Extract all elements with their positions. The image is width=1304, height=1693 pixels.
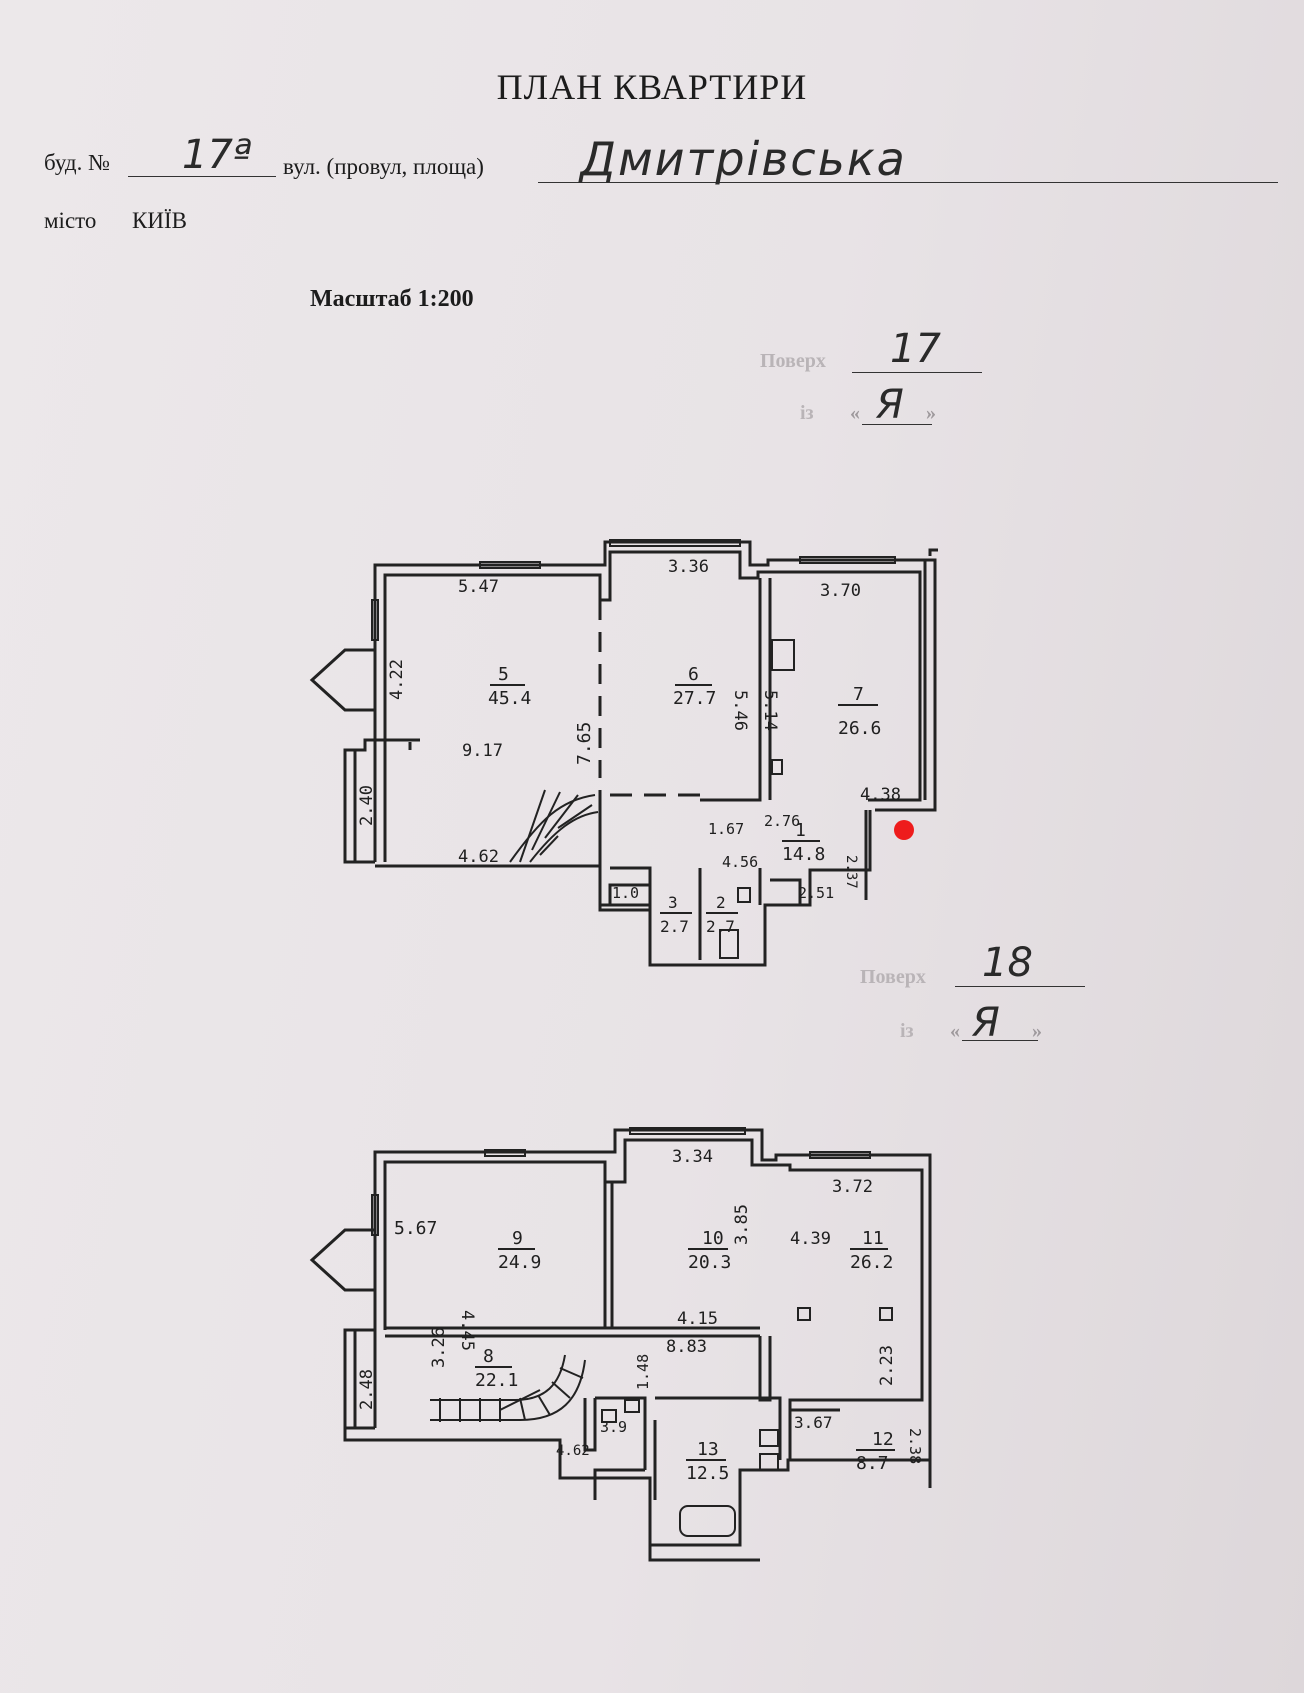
dim-2-48: 2.48 [357, 1369, 377, 1410]
floor-17-labels: 5.47 3.36 3.70 5 45.4 6 27.7 7 26.6 9.17… [357, 557, 901, 936]
building-number: 17ª [182, 132, 252, 178]
document-title: ПЛАН КВАРТИРИ [496, 67, 808, 107]
floor-18-windows [371, 1127, 893, 1537]
floor-17-from-label: із [800, 402, 814, 424]
dim-5-67: 5.67 [394, 1218, 437, 1239]
street-name: Дмитрівська [580, 132, 907, 186]
room-1-number: 1 [795, 820, 806, 841]
floor-17-number: 17 [890, 326, 941, 372]
street-underline [538, 182, 1278, 183]
floor-17-quote-open: « [850, 402, 860, 424]
building-label: буд. № [44, 150, 111, 175]
floor-18-number: 18 [982, 940, 1033, 986]
city-name: КИЇВ [132, 208, 187, 233]
dim-2-51: 2.51 [798, 884, 834, 902]
floor-18-labels: 3.34 3.72 5.67 9 24.9 10 20.3 4.39 11 26… [357, 1147, 924, 1484]
dim-4-38: 4.38 [860, 785, 901, 805]
room-5-area: 45.4 [488, 688, 531, 709]
dim-4-45: 4.45 [457, 1310, 477, 1351]
floor-17-from-underline [862, 424, 932, 425]
room-5-number: 5 [498, 664, 509, 685]
dim-3-26: 3.26 [429, 1327, 449, 1368]
dim-5-47: 5.47 [458, 577, 499, 597]
dim-3-9: 3.9 [600, 1418, 627, 1436]
floor-18-walls [309, 1128, 932, 1562]
dim-1-67: 1.67 [708, 820, 744, 838]
room-8-number: 8 [483, 1346, 494, 1367]
dim-2-40: 2.40 [357, 785, 377, 826]
floor-17-from-value: Я [876, 382, 904, 428]
dim-3-36: 3.36 [668, 557, 709, 577]
room-3-area: 2.7 [660, 917, 689, 936]
dim-7-65: 7.65 [574, 722, 595, 765]
dim-3-67: 3.67 [794, 1413, 833, 1432]
floor-18-from-value: Я [972, 1000, 1000, 1046]
room-10-number: 10 [702, 1228, 724, 1249]
red-marker-dot [894, 820, 914, 840]
dim-4-62-b: 4.62 [556, 1443, 590, 1459]
room-12-area: 8.7 [856, 1453, 889, 1474]
dim-2-37: 2.37 [843, 855, 859, 889]
dim-3-72: 3.72 [832, 1177, 873, 1197]
floor-17-quote-close: » [926, 402, 936, 424]
dim-3-70: 3.70 [820, 581, 861, 601]
room-12-number: 12 [872, 1429, 894, 1450]
dim-4-22: 4.22 [387, 659, 407, 700]
street-label: вул. (провул, площа) [283, 154, 484, 179]
floor-18-from-underline [962, 1040, 1038, 1041]
scale-label: Масштаб 1:200 [310, 286, 474, 312]
dim-3-85: 3.85 [732, 1204, 752, 1245]
city-label: місто [44, 208, 97, 233]
room-13-area: 12.5 [686, 1463, 729, 1484]
floor-17-label: Поверх [760, 350, 826, 372]
dim-4-39: 4.39 [790, 1229, 831, 1249]
room-7-area: 26.6 [838, 718, 881, 739]
room-13-number: 13 [697, 1439, 719, 1460]
room-8-area: 22.1 [475, 1370, 518, 1391]
floor-18-underline [955, 986, 1085, 987]
dim-5-46: 5.46 [730, 690, 750, 731]
room-2-number: 2 [716, 893, 726, 912]
floor-17-underline [852, 372, 982, 373]
room-3-number: 3 [668, 893, 678, 912]
dim-1-48: 1.48 [634, 1354, 652, 1390]
floor-17-windows [371, 539, 896, 959]
floor-18-from-label: із [900, 1020, 914, 1042]
dim-4-62: 4.62 [458, 847, 499, 867]
floor-17-stair [509, 789, 599, 863]
dim-2-23: 2.23 [877, 1345, 897, 1386]
floor-18-label: Поверх [860, 966, 926, 988]
dim-3-34: 3.34 [672, 1147, 713, 1167]
room-11-area: 26.2 [850, 1252, 893, 1273]
dim-9-17: 9.17 [462, 741, 503, 761]
floor-18-quote-close: » [1032, 1020, 1042, 1042]
floor-18-quote-open: « [950, 1020, 960, 1042]
building-underline [128, 176, 276, 177]
room-9-area: 24.9 [498, 1252, 541, 1273]
dim-1-0: 1.0 [612, 884, 639, 902]
room-11-number: 11 [862, 1228, 884, 1249]
room-9-number: 9 [512, 1228, 523, 1249]
floor-18-stair [430, 1354, 586, 1422]
room-6-area: 27.7 [673, 688, 716, 709]
room-10-area: 20.3 [688, 1252, 731, 1273]
dim-2-76: 2.76 [764, 812, 800, 830]
room-2-area: 2.7 [706, 917, 735, 936]
room-6-number: 6 [688, 664, 699, 685]
dim-4-15: 4.15 [677, 1309, 718, 1329]
room-1-area: 14.8 [782, 844, 825, 865]
dim-2-38: 2.38 [906, 1428, 924, 1464]
floor-17-walls [309, 540, 938, 967]
dim-8-83: 8.83 [666, 1337, 707, 1357]
room-7-number: 7 [853, 684, 864, 705]
dim-4-56: 4.56 [722, 853, 758, 871]
dim-5-14: 5.14 [760, 690, 780, 731]
